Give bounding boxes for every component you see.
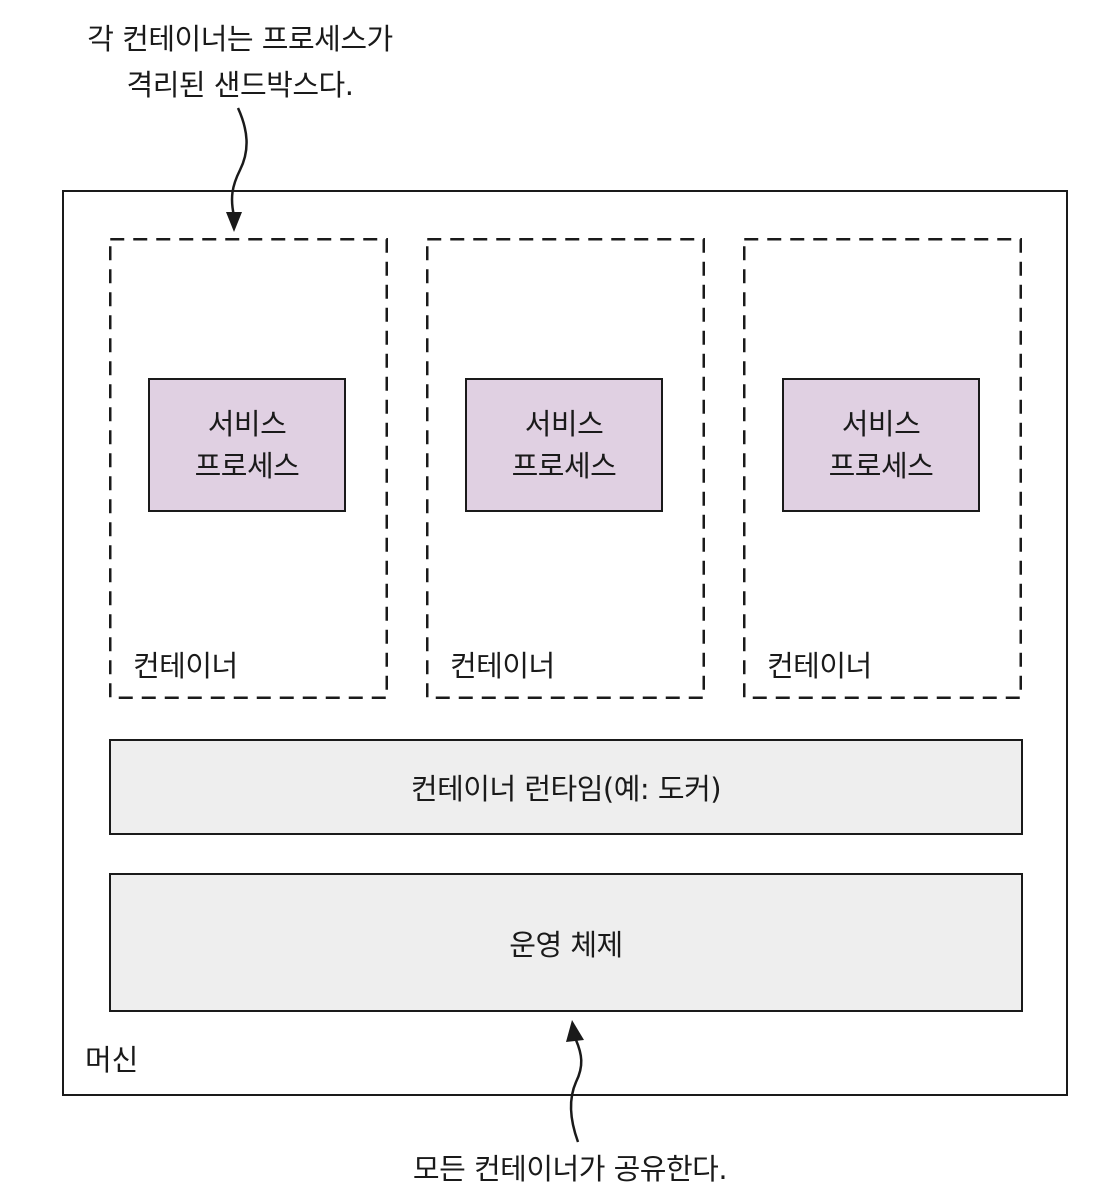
machine-box — [62, 190, 1068, 1096]
operating-system-label: 운영 체제 — [509, 927, 623, 962]
container-runtime-box: 컨테이너 런타임(예: 도커) — [109, 739, 1023, 835]
annotation-isolation: 각 컨테이너는 프로세스가 격리된 샌드박스다. — [40, 16, 440, 108]
machine-label: 머신 — [85, 1043, 139, 1077]
service-process-box-2: 서비스 프로세스 — [465, 378, 663, 512]
service-process-line2: 프로세스 — [511, 449, 617, 483]
container-box-2 — [426, 238, 705, 699]
annotation-shared: 모든 컨테이너가 공유한다. — [412, 1152, 728, 1186]
service-process-box-3: 서비스 프로세스 — [782, 378, 980, 512]
service-process-box-1: 서비스 프로세스 — [148, 378, 346, 512]
service-process-line1: 서비스 — [207, 407, 287, 441]
service-process-line2: 프로세스 — [194, 449, 300, 483]
service-process-line1: 서비스 — [841, 407, 921, 441]
annotation-isolation-line1: 각 컨테이너는 프로세스가 — [87, 22, 393, 56]
service-process-line2: 프로세스 — [828, 449, 934, 483]
container-runtime-label: 컨테이너 런타임(예: 도커) — [410, 772, 722, 806]
container-label-3: 컨테이너 — [767, 649, 872, 683]
container-label-2: 컨테이너 — [450, 649, 555, 683]
annotation-isolation-line2: 격리된 샌드박스다. — [126, 68, 354, 102]
operating-system-box: 운영 체제 — [109, 873, 1023, 1012]
container-label-1: 컨테이너 — [133, 649, 238, 683]
container-box-1 — [109, 238, 388, 699]
service-process-line1: 서비스 — [524, 407, 604, 441]
container-box-3 — [743, 238, 1022, 699]
